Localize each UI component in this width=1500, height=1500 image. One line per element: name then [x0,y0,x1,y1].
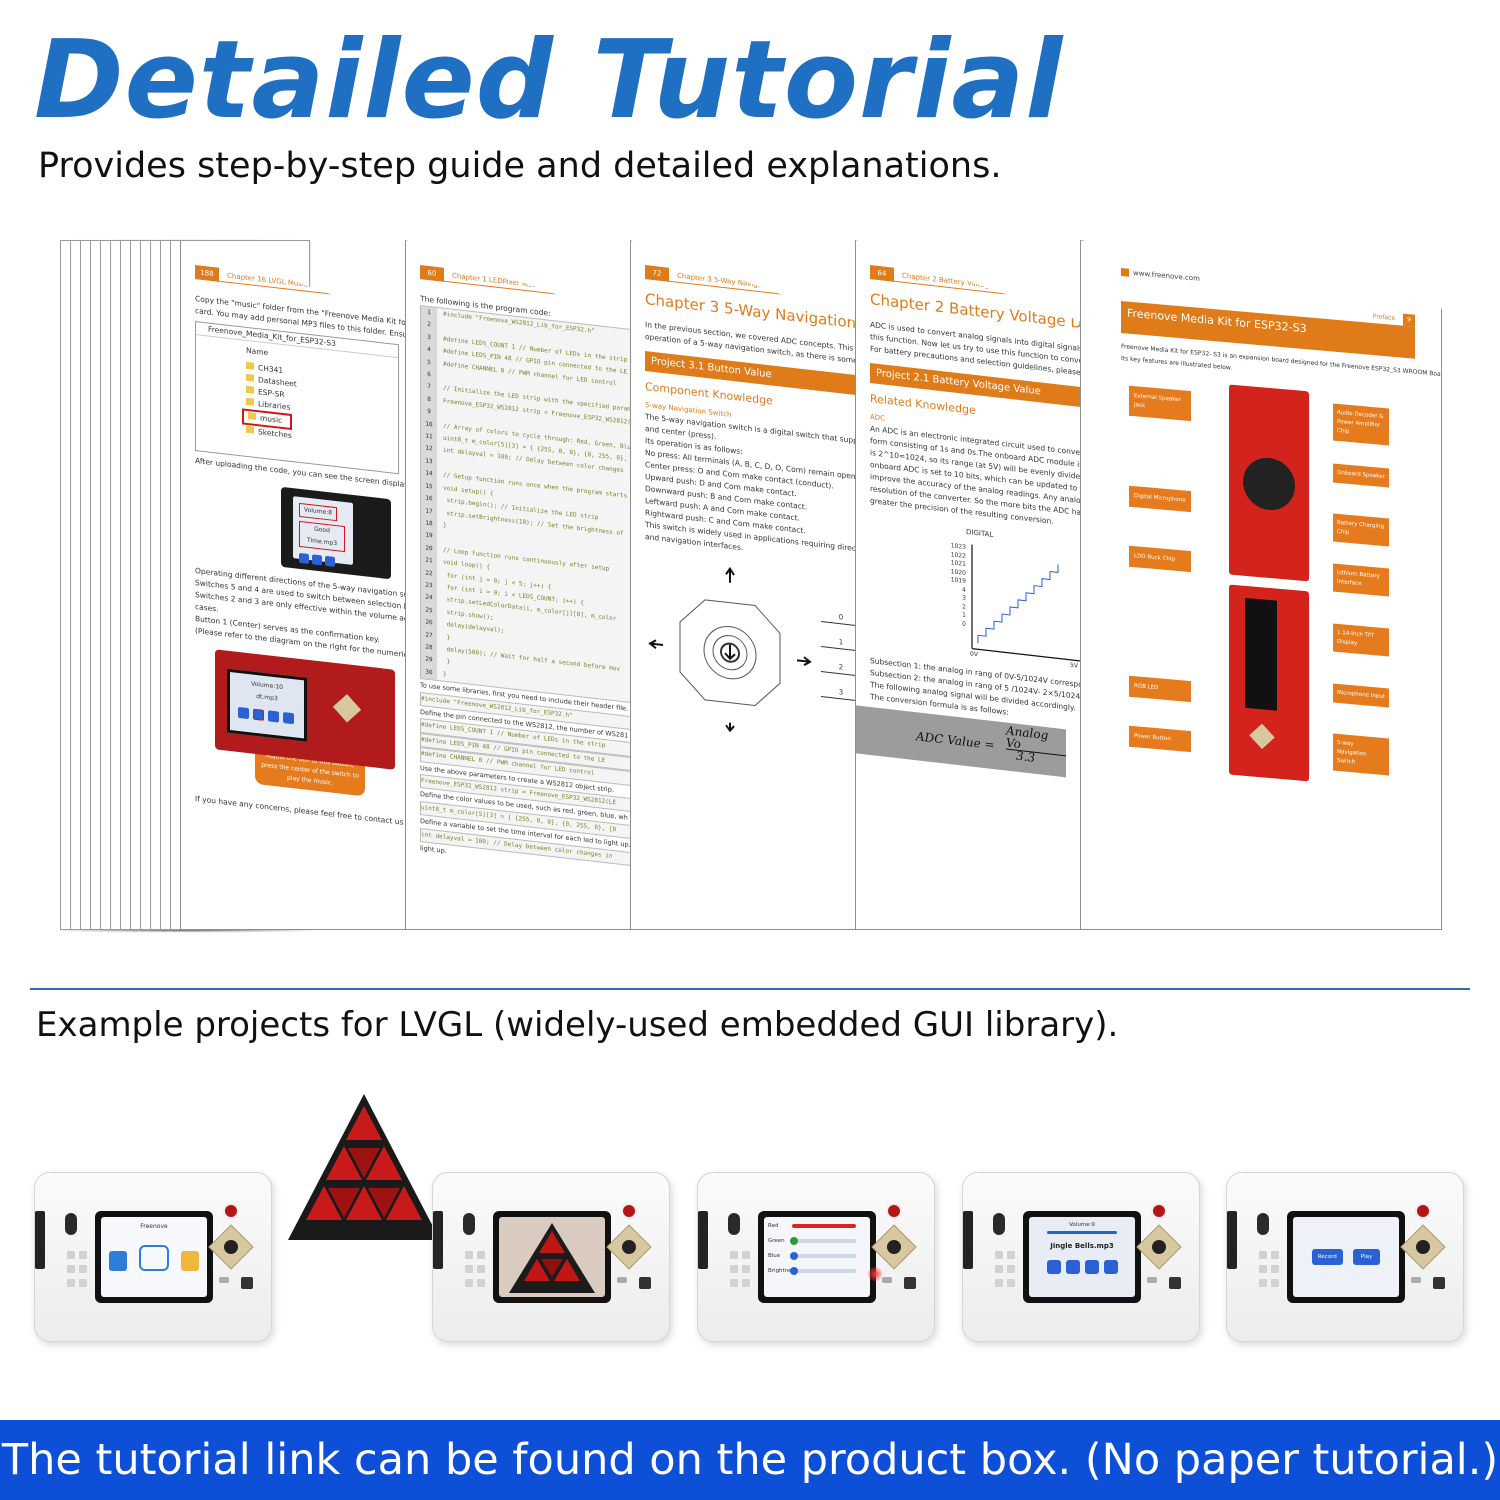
folder-item: Sketches [196,419,398,454]
board-callout: Power Button [1129,725,1191,753]
board-callout: Microphone Input [1333,683,1389,708]
file-explorer: Freenove_Media_Kit_for_ESP32-S3 Name CH3… [195,321,399,475]
device-screen [493,1211,611,1303]
device-recorder: Record Play [1226,1172,1464,1342]
music-app-icon [109,1251,127,1271]
switch-table: 0 1 2 3 [821,609,859,702]
section-caption: Example projects for LVGL (widely-used e… [36,1005,1119,1045]
switch-diagram: 0 1 2 3 [645,553,859,747]
page-header: Chapter 2 Battery Voltage Detection [902,271,1030,294]
graph-x-start: 0V [970,650,978,659]
code-block: 1#include "Freenove_WS2812_Lib_for_ESP32… [420,305,634,704]
slider-row: Brightness [768,1267,870,1275]
player-controls [1029,1260,1135,1274]
play-button: Play [1352,1249,1381,1265]
device-screen: Volume:9 Jingle Bells.mp3 [1023,1211,1141,1303]
tutorial-page-navigation-switch: 72 Chapter 3 5-Way Navigation Switch Test… [630,240,860,930]
board-photo: Volume:10 dt.mp3 [215,649,395,770]
volume-slider [1047,1231,1117,1234]
board-callout: 5-way Navigation Switch [1333,733,1389,776]
navigation-switch-drawing [648,566,812,733]
hero-title: Detailed Tutorial [34,18,1064,143]
hero-subtitle: Provides step-by-step guide and detailed… [38,146,1002,186]
tutorial-page-board-overview: www.freenove.com Preface 9 Freenove Medi… [1080,240,1442,930]
song-label: Good Time.mp3 [299,520,345,553]
staircase-plot [971,544,1084,663]
camera-app-icon [139,1245,169,1271]
song-title: Jingle Bells.mp3 [1050,1242,1114,1250]
board-callout: RGB LED [1129,675,1191,703]
board-callout: Lithium Battery Interface [1333,563,1389,597]
device-camera [432,1172,670,1342]
device-screen: Red Green Blue Brightness [758,1211,876,1303]
camera-preview [509,1223,595,1293]
rgb-led-glow [868,1267,882,1281]
page-text: If you have any concerns, please feel fr… [195,794,409,829]
footer-banner: The tutorial link can be found on the pr… [0,1420,1500,1500]
slider-row: Green [768,1237,870,1245]
record-button: Record [1311,1249,1343,1265]
board-callout: Onboard Speaker [1333,463,1389,488]
page-number: 9 [1403,313,1415,327]
page-header: Chapter 3 5-Way Navigation Switch Test [677,271,817,296]
slider-row: Red [768,1223,870,1229]
page-number: 64 [870,264,894,282]
board-callout: Audio Decoder & Power Amplifier Chip [1333,403,1389,446]
device-screen: Freenove [95,1211,213,1303]
lcd-display [1245,597,1277,711]
gallery-app-icon [181,1251,199,1271]
slider-row: Blue [768,1252,870,1260]
page-header: www.freenove.com [1133,269,1200,283]
volume-label: Volume:8 [299,502,337,522]
device-screen: Record Play [1287,1211,1405,1303]
music-screen-photo: Volume:8 Good Time.mp3 [281,486,391,580]
board-callout: Battery Charging Chip [1333,513,1389,547]
pyraminx-cube [284,1090,444,1250]
device-launcher: Freenove [34,1172,272,1342]
device-music-player: Volume:9 Jingle Bells.mp3 [962,1172,1200,1342]
device-rgb-control: Red Green Blue Brightness [697,1172,935,1342]
board-callout: LDO Buck Chip [1129,545,1191,573]
board-callout: 1.14-Inch TFT Display [1333,623,1389,657]
board-callout: External Speaker Jack [1129,385,1191,422]
screen-title: Freenove [140,1223,168,1230]
page-number: 60 [420,264,444,282]
volume-label: Volume:9 [1069,1222,1095,1228]
page-header-right: Preface [1372,313,1396,322]
section-divider [30,988,1470,990]
graph-tick-label: 0 [962,620,966,628]
page-number: 188 [195,264,219,282]
graph-x-end: 5V [1070,661,1078,670]
code-explanation: To use some libraries, first you need to… [420,679,634,879]
board-callout: Digital Microphone [1129,485,1191,513]
page-number: 72 [645,264,669,282]
page-header: Chapter 1 LEDPixel Test [452,271,535,289]
